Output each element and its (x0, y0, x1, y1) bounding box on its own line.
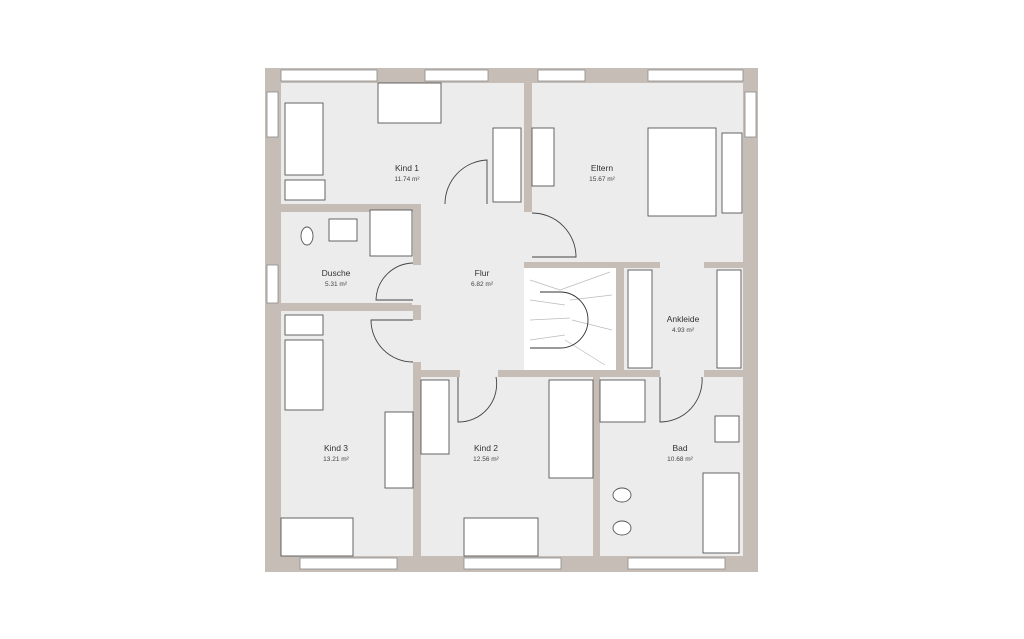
door-gap (460, 369, 498, 378)
door-gap (445, 203, 487, 205)
shower (599, 379, 646, 423)
room-label: Bad (672, 443, 687, 453)
door-swing[interactable] (375, 262, 414, 301)
shower (369, 209, 413, 257)
room-label: Kind 1 (395, 163, 419, 173)
door-gap (412, 320, 422, 362)
dresser (531, 127, 555, 187)
door-swing[interactable] (659, 376, 703, 423)
nightstand (284, 179, 326, 201)
door-gap (412, 265, 422, 305)
double-bed (647, 127, 717, 217)
door-gap (660, 261, 704, 269)
room-flur (421, 204, 524, 370)
room-area: 11.74 m² (394, 176, 420, 183)
wardrobe (492, 127, 522, 203)
room-area: 5.31 m² (325, 281, 348, 288)
wardrobe (420, 379, 450, 455)
room-label: Ankleide (667, 314, 700, 324)
bed (284, 339, 324, 411)
desk (377, 82, 442, 124)
bidet (612, 520, 632, 536)
room-area: 6.82 m² (471, 281, 494, 288)
nightstand (284, 314, 324, 336)
washbasin (714, 415, 740, 443)
staircase (524, 268, 616, 370)
desk (463, 517, 539, 557)
room-area: 4.93 m² (672, 327, 695, 334)
bathtub (702, 472, 740, 554)
room-area: 12.56 m² (473, 456, 499, 463)
door-gap (523, 212, 533, 257)
stair-steps (529, 271, 613, 366)
room-label: Eltern (591, 163, 613, 173)
washbasin (328, 218, 358, 242)
wardrobe-right (716, 269, 742, 369)
room-label: Dusche (322, 268, 351, 278)
nightstands (721, 132, 743, 214)
door-swing[interactable] (531, 212, 577, 258)
room-label: Kind 2 (474, 443, 498, 453)
room-area: 10.68 m² (667, 456, 693, 463)
bed (548, 379, 594, 479)
wardrobe-left (627, 269, 653, 369)
door-swing[interactable] (370, 319, 414, 363)
room-area: 15.67 m² (589, 176, 615, 183)
toilet (300, 226, 314, 246)
bed (284, 102, 324, 176)
room-label: Kind 3 (324, 443, 348, 453)
wardrobe (384, 411, 414, 489)
desk (280, 517, 354, 557)
door-gap (660, 369, 704, 378)
door-swing[interactable] (457, 376, 498, 423)
door-swing[interactable] (444, 159, 488, 205)
toilet (612, 487, 632, 503)
windows (266, 69, 757, 570)
furniture (280, 82, 743, 557)
room-area: 13.21 m² (323, 456, 349, 463)
room-label: Flur (475, 268, 490, 278)
